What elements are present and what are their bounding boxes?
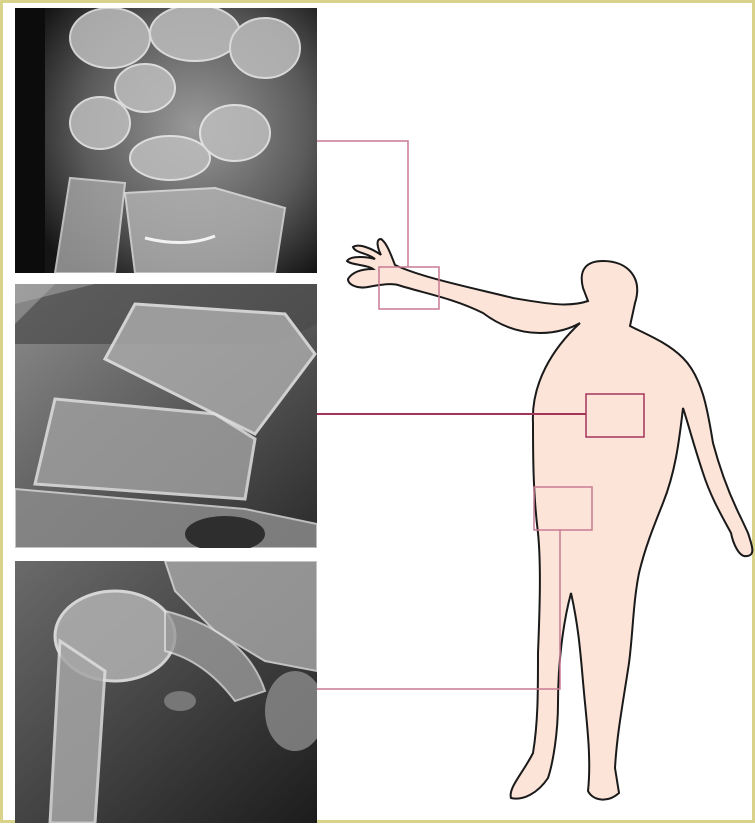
human-body-outline (347, 239, 752, 800)
human-body-figure (3, 3, 755, 826)
